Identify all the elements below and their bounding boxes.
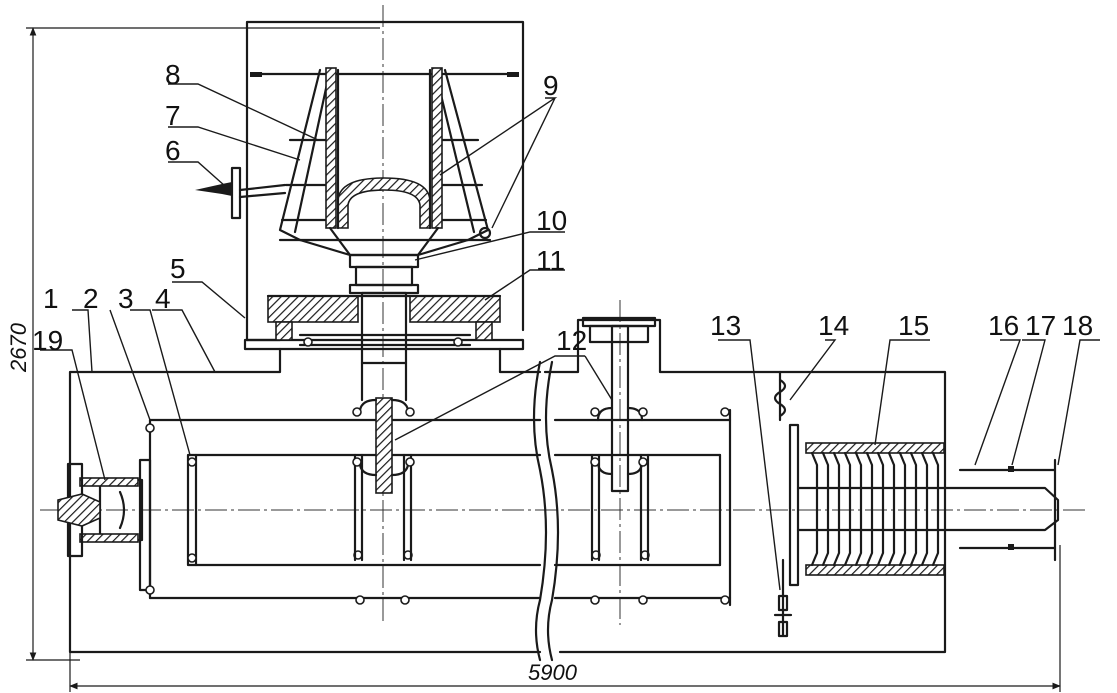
side-feedthrough (195, 166, 287, 220)
height-dimension: 2670 (6, 27, 380, 661)
right-rod (796, 458, 1060, 562)
bellows-fold (887, 451, 896, 567)
bellows-fold (810, 451, 819, 567)
label-16: 16 (988, 310, 1019, 341)
label-4: 4 (155, 283, 171, 314)
bellows-fold (909, 451, 918, 567)
bellows-fold (843, 451, 852, 567)
part-labels: 8 7 6 9 10 11 5 1 2 3 4 19 12 13 14 15 1… (32, 59, 1093, 356)
center-lines (40, 5, 1085, 625)
left-inlet (57, 462, 144, 558)
bellows-fold (876, 451, 885, 567)
label-6: 6 (165, 135, 181, 166)
label-12: 12 (556, 325, 587, 356)
label-1: 1 (43, 283, 59, 314)
label-14: 14 (818, 310, 849, 341)
height-dimension-text: 2670 (6, 322, 31, 373)
label-9: 9 (543, 70, 559, 101)
crucible-assembly (278, 67, 492, 295)
leader-lines (40, 83, 1100, 591)
label-19: 19 (32, 325, 63, 356)
bellows-fold (832, 451, 841, 567)
label-15: 15 (898, 310, 929, 341)
label-5: 5 (170, 253, 186, 284)
bellows-fold (931, 451, 940, 567)
label-3: 3 (118, 283, 134, 314)
base-ring (266, 291, 502, 402)
label-7: 7 (165, 100, 181, 131)
label-18: 18 (1062, 310, 1093, 341)
label-10: 10 (536, 205, 567, 236)
main-vessel (68, 316, 947, 662)
label-17: 17 (1025, 310, 1056, 341)
left-stem (352, 397, 415, 494)
bellows-fold (865, 451, 874, 567)
width-dimension: 5900 (69, 545, 1061, 692)
width-dimension-text: 5900 (528, 660, 578, 685)
label-2: 2 (83, 283, 99, 314)
bellows-fold (821, 451, 830, 567)
bellows-fold (854, 451, 863, 567)
right-stem (590, 324, 648, 493)
inner-tube (138, 407, 732, 607)
probe (773, 558, 793, 638)
label-8: 8 (165, 59, 181, 90)
upper-chamber (243, 20, 525, 351)
label-13: 13 (710, 310, 741, 341)
bellows-fold (920, 451, 929, 567)
label-11: 11 (536, 245, 565, 276)
bellows (773, 370, 945, 587)
bellows-fold (898, 451, 907, 567)
